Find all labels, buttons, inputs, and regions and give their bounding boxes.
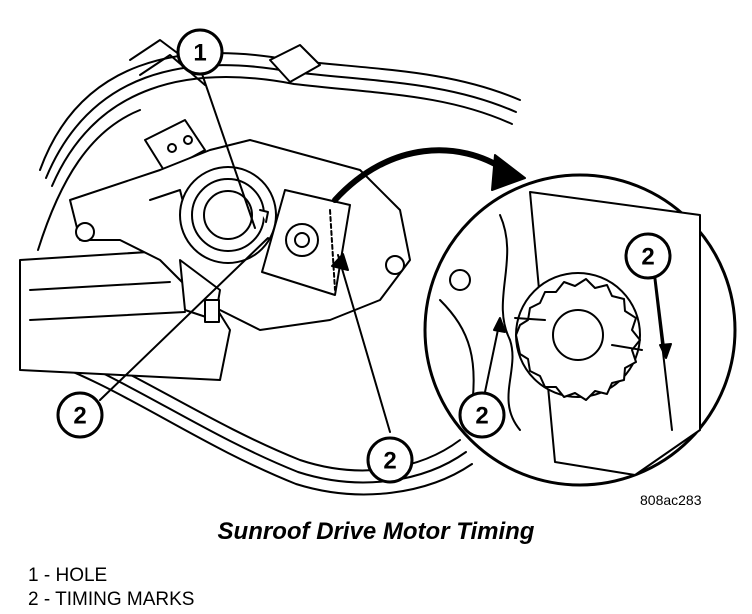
callout-circle-timing-1 — [56, 391, 104, 439]
motor-timing-illustration: 1 2 2 2 2 — [19, 28, 737, 496]
callout-circles — [56, 28, 672, 484]
figure-reference-id: 808ac283 — [640, 492, 702, 508]
legend-number: 2 — [28, 589, 39, 610]
legend-item-hole: 1 - HOLE — [28, 564, 194, 588]
callout-label-timing: 2 — [641, 244, 654, 271]
legend-item-timing-marks: 2 - TIMING MARKS — [28, 588, 194, 612]
callout-label-timing: 2 — [383, 448, 396, 475]
callout-label-timing: 2 — [475, 403, 488, 430]
callout-label-timing: 2 — [73, 403, 86, 430]
legend-number: 1 — [28, 565, 39, 586]
legend-separator: - — [38, 589, 56, 610]
callout-circle-timing-4 — [624, 232, 672, 280]
drive-gear — [179, 166, 277, 264]
figure-caption: Sunroof Drive Motor Timing — [217, 518, 535, 545]
callout-circle-timing-2 — [366, 436, 414, 484]
magnified-detail-view — [423, 173, 737, 487]
callout-circle-hole — [176, 28, 224, 76]
electrical-connector — [144, 44, 321, 173]
callout-circle-timing-3 — [458, 391, 506, 439]
legend: 1 - HOLE 2 - TIMING MARKS — [28, 564, 194, 612]
timing-mark-plate — [261, 189, 351, 296]
callout-leaders — [99, 67, 672, 433]
legend-label: TIMING MARKS — [55, 589, 195, 610]
legend-label: HOLE — [55, 565, 108, 586]
legend-separator: - — [38, 565, 56, 586]
callout-label-hole: 1 — [193, 40, 206, 67]
magnify-arrow — [332, 147, 526, 203]
